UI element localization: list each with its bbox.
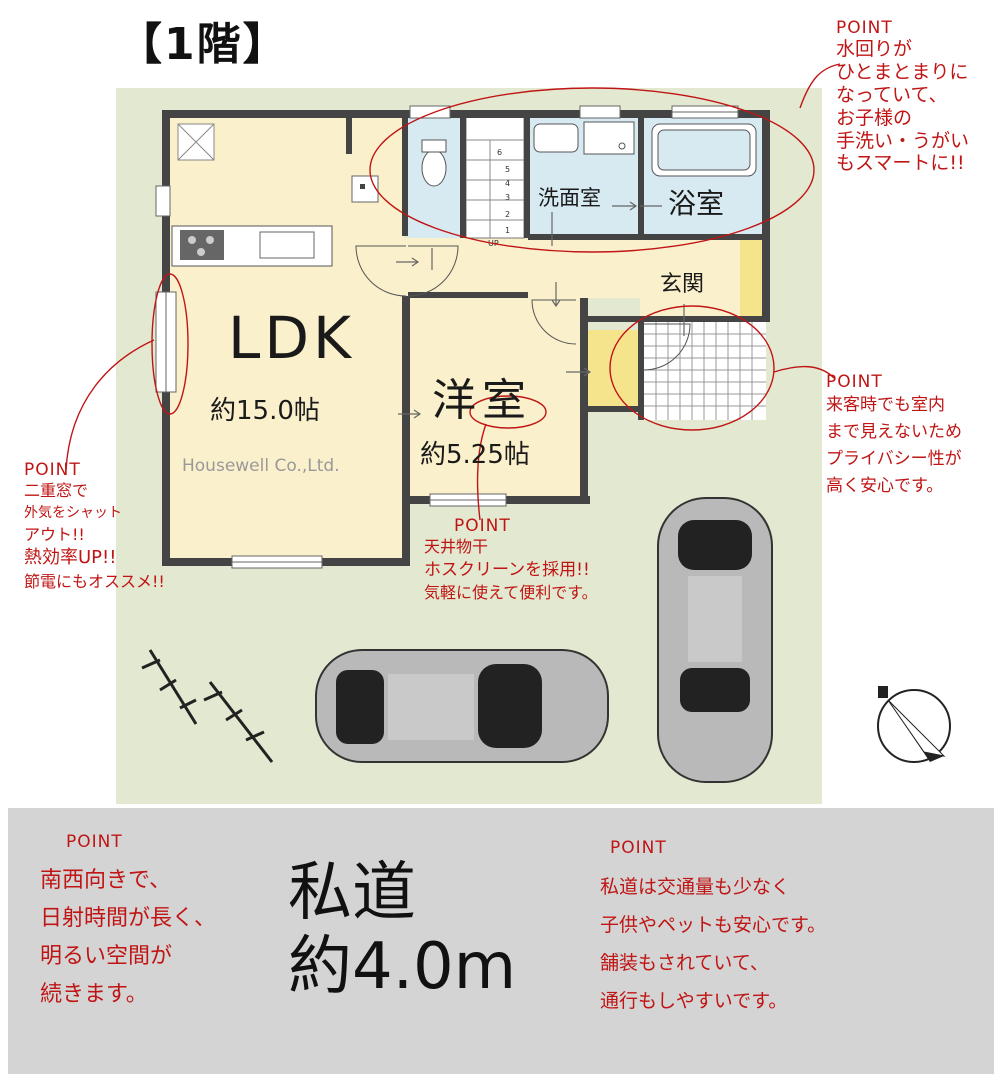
point-drying-title: POINT [454,516,511,536]
car-icon [315,649,609,763]
closet-left [586,330,638,408]
point-water-line-6: もスマートに!! [836,152,965,175]
western-room-label: 洋室 [432,375,532,426]
point-entrance-line-1: 来客時でも室内 [826,395,945,416]
stair-step-4: 4 [505,179,510,188]
point-window: POINT 二重窓で 外気をシャット アウト!! 熱効率UP!! 節電にもオスス… [24,460,165,594]
washbasin-icon [533,123,579,153]
stair-step-2: 2 [505,210,510,219]
sink-icon [259,231,315,259]
leader-window [65,339,155,471]
point-drying-line-2: ホスクリーンを採用!! [424,560,590,581]
point-drying: POINT 天井物干 ホスクリーンを採用!! 気軽に使えて便利です。 [424,516,598,604]
western-room-size: 約5.25帖 [420,440,530,470]
wall-water-bottom [528,234,762,240]
point-entrance-line-2: まで見えないため [826,422,962,443]
stair-step-3: 3 [505,193,510,202]
wall-ldk-right [402,118,408,236]
leader-drying [476,423,487,521]
point-southwest-line-3: 明るい空間が [40,944,173,970]
leader-porch [773,365,835,379]
point-entrance: POINT 来客時でも室内 まで見えないため プライバシー性が 高く安心です。 [826,372,962,500]
annotation-ring-window [151,273,189,415]
window-ldk-side-small [155,185,171,217]
point-window-line-1: 二重窓で [24,481,89,501]
wall-hall-right [762,110,770,322]
point-window-line-2: 外気をシャット [24,505,122,522]
point-water-line-3: なっていて、 [836,83,948,106]
private-road [8,808,994,1074]
point-southwest-line-1: 南西向きで、 [40,868,172,894]
point-entrance-line-3: プライバシー性が [826,449,962,470]
point-water-line-4: お子様の [836,106,913,129]
point-road-line-4: 通行もしやすいです。 [600,990,788,1013]
toilet-icon [421,149,447,187]
road-label-width: 約4.0m [288,930,517,1004]
entrance-label: 玄関 [660,272,705,297]
tiled-porch [644,322,766,420]
wall-western-right [580,298,588,504]
point-entrance-title: POINT [826,372,883,392]
stair-step-1: 1 [505,226,510,235]
wall-western-top [408,292,528,298]
annotation-ring-water [369,87,815,253]
wall-ldk-right-lower [402,296,410,566]
point-window-line-3: アウト!! [24,525,85,545]
point-drying-line-1: 天井物干 [424,537,489,557]
door-hall [407,245,459,297]
washroom-label: 洗面室 [538,186,601,210]
point-southwest-title: POINT [66,832,123,852]
point-road-line-3: 舗装もされていて、 [600,952,769,975]
ldk-size: 約15.0帖 [210,396,320,426]
closet-right [740,240,762,316]
wall-top [162,110,768,118]
point-southwest: POINT 南西向きで、 日射時間が長く、 明るい空間が 続きます。 [40,832,216,1014]
western-floor [410,298,580,500]
compass-icon [877,686,951,763]
bicycle-icon [141,649,274,763]
point-road-title: POINT [610,838,667,858]
point-water: POINT 水回りが ひとまとまりに なっていて、 お子様の 手洗い・うがい も… [836,18,969,175]
wall-porch-top [580,316,766,322]
floor-title: 【1階】 [118,19,289,70]
point-water-line-1: 水回りが [836,38,913,61]
point-water-line-2: ひとまとまりに [836,61,969,84]
point-drying-line-3: 気軽に使えて便利です。 [424,583,598,603]
door-western [531,299,577,345]
car-icon [657,497,773,783]
washing-machine-icon [583,121,635,155]
bath-label: 浴室 [668,187,725,220]
wall-closet-bottom [580,406,644,412]
leader-water [799,63,841,109]
point-window-title: POINT [24,460,81,480]
point-window-line-4: 熱効率UP!! [24,547,117,569]
door-ldk [355,245,407,297]
point-southwest-line-2: 日射時間が長く、 [40,906,217,932]
point-road: POINT 私道は交通量も少なく 子供やペットも安心です。 舗装もされていて、 … [600,838,826,1020]
window-wash-top [579,105,621,119]
point-road-line-1: 私道は交通量も少なく [600,876,791,899]
road-label: 私道 約4.0m [288,856,516,1004]
wall-wash-bath [638,118,644,238]
wall-porch-left [638,316,644,420]
window-toilet-top [409,105,451,119]
door-porch [643,323,691,371]
wall-stair-wash [524,118,530,238]
watermark: Housewell Co.,Ltd. [182,456,340,476]
stair-step-5: 5 [505,165,510,174]
road-label-name: 私道 [288,856,416,930]
stair-step-6: 6 [497,148,502,157]
point-entrance-line-4: 高く安心です。 [826,476,944,497]
point-southwest-line-4: 続きます。 [40,982,148,1008]
point-water-line-5: 手洗い・うがい [836,129,970,152]
point-water-title: POINT [836,18,893,38]
wall-toilet-stair [460,118,466,238]
point-window-line-5: 節電にもオススメ!! [24,572,165,592]
annotation-ring-porch [609,305,775,431]
point-road-line-2: 子供やペットも安心です。 [600,914,827,937]
annotation-ring-drying [469,395,547,429]
ldk-label: LDK [228,304,356,372]
wall-kitchen-stub [346,118,352,154]
